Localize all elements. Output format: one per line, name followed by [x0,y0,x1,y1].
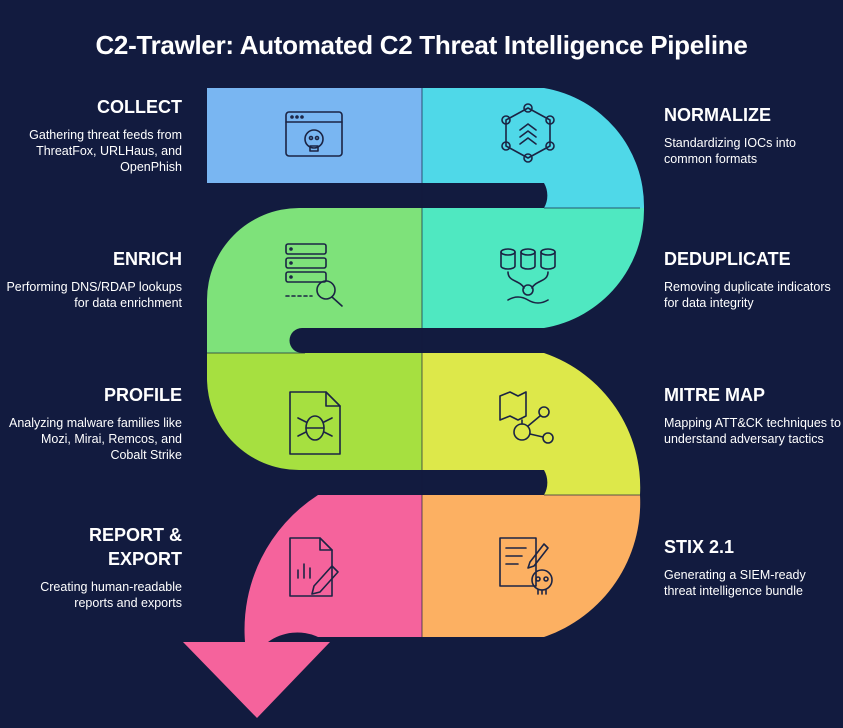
band-profile [207,353,422,470]
stage-mitre-map: MITRE MAP Mapping ATT&CK techniques to u… [664,383,842,447]
browser-skull-icon [285,111,343,157]
segment-dividers [205,88,640,640]
page-title: C2-Trawler: Automated C2 Threat Intellig… [95,30,748,60]
stage-enrich-title: ENRICH [112,249,182,269]
stage-stix-description: Generating a SIEM-ready threat intellige… [664,568,806,598]
stage-collect: COLLECT Gathering threat feeds from Thre… [10,95,182,175]
stage-profile-description: Analyzing malware families like Mozi, Mi… [9,416,182,462]
stage-normalize-title: NORMALIZE [664,105,771,125]
server-search-icon [285,243,343,307]
stage-enrich-description: Performing DNS/RDAP lookups for data enr… [6,280,182,310]
stage-profile-title: PROFILE [103,385,182,405]
stage-profile: PROFILE Analyzing malware families like … [6,383,182,463]
band-stix [422,495,641,637]
stage-deduplicate-description: Removing duplicate indicators for data i… [664,280,831,310]
stage-mitre-map-title: MITRE MAP [664,385,765,405]
band-normalize [422,88,645,208]
chart-document-icon [289,537,339,597]
file-bug-icon [289,391,341,455]
stage-collect-title: COLLECT [97,97,182,117]
stage-enrich: ENRICH Performing DNS/RDAP lookups for d… [6,247,182,311]
stage-normalize-description: Standardizing IOCs into common formats [664,136,797,166]
band-enrich [207,208,422,353]
stage-deduplicate-title: DEDUPLICATE [664,249,791,269]
stage-report-export: REPORT & EXPORT Creating human-readable … [10,523,182,611]
stage-normalize: NORMALIZE Standardizing IOCs into common… [664,103,824,167]
stage-stix: STIX 2.1 Generating a SIEM-ready threat … [664,535,840,599]
stage-mitre-map-description: Mapping ATT&CK techniques to understand … [664,416,841,446]
stage-stix-title: STIX 2.1 [664,537,735,557]
stage-deduplicate: DEDUPLICATE Removing duplicate indicator… [664,247,836,311]
book-network-icon [499,391,554,444]
database-merge-icon [500,248,556,304]
stage-report-export-description: Creating human-readable reports and expo… [40,580,182,610]
stage-report-export-title: REPORT & EXPORT [88,525,182,569]
network-nodes-icon [501,103,555,163]
document-skull-icon [499,537,553,595]
band-collect [207,88,422,183]
band-report-export [183,495,422,718]
stage-collect-description: Gathering threat feeds from ThreatFox, U… [29,128,182,174]
